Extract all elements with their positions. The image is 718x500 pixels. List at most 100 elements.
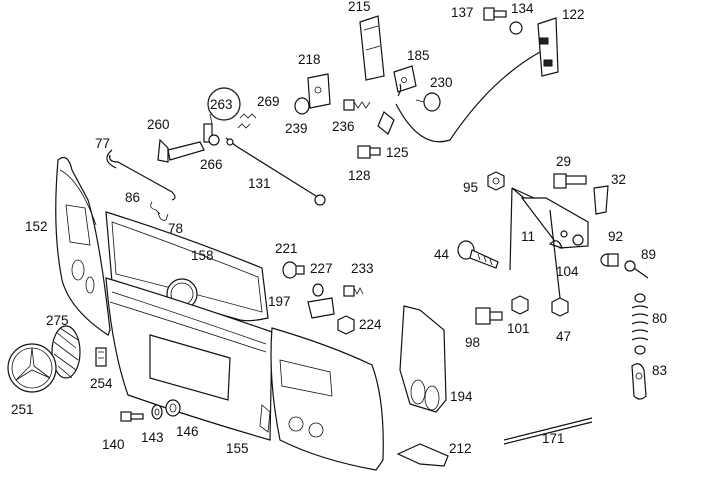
- callout-260: 260: [147, 117, 170, 132]
- callout-92: 92: [608, 229, 623, 244]
- panel-194: [399, 305, 447, 413]
- callout-158: 158: [191, 248, 214, 263]
- bracket-197: [307, 297, 335, 319]
- callout-131: 131: [248, 176, 271, 191]
- washer-134: [509, 21, 523, 35]
- spacer-98: [475, 307, 503, 325]
- clip-125: [377, 111, 395, 135]
- callout-122: 122: [562, 7, 585, 22]
- nut-95: [487, 171, 505, 191]
- callout-236: 236: [332, 119, 355, 134]
- release-cable: [395, 51, 541, 143]
- callout-47: 47: [556, 329, 571, 344]
- nut-47: [549, 209, 569, 317]
- nut-239: [294, 97, 310, 115]
- part-104: [548, 240, 563, 249]
- callout-89: 89: [641, 247, 656, 262]
- washer-227: [312, 283, 324, 297]
- bracket-185: [393, 65, 417, 93]
- mesh-disc-part: [51, 325, 81, 379]
- callout-152: 152: [25, 219, 48, 234]
- pin-86: [150, 201, 161, 215]
- callout-197: 197: [268, 294, 291, 309]
- bolt-236: [343, 99, 371, 111]
- bracket-260: [157, 138, 205, 163]
- bolt-128: [357, 145, 381, 159]
- clip-32: [593, 185, 609, 215]
- callout-269: 269: [257, 94, 280, 109]
- washer-143: [151, 404, 163, 420]
- callout-171: 171: [542, 431, 565, 446]
- callout-125: 125: [386, 145, 409, 160]
- latch-266: [203, 113, 220, 146]
- callout-104: 104: [556, 264, 579, 279]
- spring-269: [237, 113, 257, 129]
- callout-215: 215: [348, 0, 371, 14]
- plate-218: [307, 73, 331, 109]
- callout-230: 230: [430, 75, 453, 90]
- callout-275: 275: [46, 313, 69, 328]
- callout-263: 263: [210, 97, 233, 112]
- circled-callout-263: [207, 87, 241, 121]
- bolt-44: [457, 240, 499, 269]
- callout-98: 98: [465, 335, 480, 350]
- callout-labels: 215 137 134 122 218 185 230 263 269 260 …: [11, 0, 667, 456]
- callout-251: 251: [11, 402, 34, 417]
- callout-78: 78: [168, 221, 183, 236]
- star-emblem-part: [7, 343, 57, 393]
- bolt-137: [483, 7, 507, 21]
- bolt-233: [343, 285, 364, 297]
- callout-233: 233: [351, 261, 374, 276]
- pin-89: [624, 260, 649, 279]
- callout-266: 266: [200, 157, 223, 172]
- left-end-panel: [55, 157, 111, 336]
- callout-218: 218: [298, 52, 321, 67]
- support-rod-77: [106, 149, 176, 201]
- callout-239: 239: [285, 121, 308, 136]
- callout-44: 44: [434, 247, 450, 262]
- callout-155: 155: [226, 441, 249, 456]
- right-end-panel: [270, 327, 384, 471]
- nut-101: [511, 295, 529, 315]
- callout-83: 83: [652, 363, 667, 378]
- bushing-92: [600, 253, 619, 267]
- front-bumper-panel: [105, 277, 273, 441]
- callout-32: 32: [611, 172, 626, 187]
- callout-86: 86: [125, 190, 140, 205]
- nut-146: [165, 399, 181, 417]
- callout-194: 194: [450, 389, 473, 404]
- callout-227: 227: [310, 261, 333, 276]
- callout-137: 137: [451, 5, 474, 20]
- callout-185: 185: [407, 48, 430, 63]
- clip-part-254: [95, 347, 107, 367]
- bolt-221: [282, 261, 305, 279]
- callout-224: 224: [359, 317, 382, 332]
- callout-11: 11: [521, 229, 535, 244]
- callout-140: 140: [102, 437, 125, 452]
- bracket-215: [359, 15, 385, 81]
- callout-146: 146: [176, 424, 199, 439]
- callout-77: 77: [95, 136, 110, 151]
- handle-83: [631, 363, 647, 400]
- callout-95: 95: [463, 180, 478, 195]
- bracket-11: [509, 187, 589, 271]
- screw-230: [415, 92, 441, 112]
- callout-80: 80: [652, 311, 667, 326]
- callout-221: 221: [275, 241, 298, 256]
- clip-78: [157, 211, 169, 221]
- callout-212: 212: [449, 441, 472, 456]
- bolt-29: [553, 173, 587, 189]
- callout-29: 29: [556, 154, 571, 169]
- nut-224: [337, 315, 355, 335]
- callout-134: 134: [511, 1, 534, 16]
- spring-80: [631, 293, 649, 355]
- callout-143: 143: [141, 430, 164, 445]
- callout-254: 254: [90, 376, 113, 391]
- callout-101: 101: [507, 321, 530, 336]
- cable-131: [225, 137, 326, 206]
- bracket-122: [537, 17, 559, 77]
- screw-140: [120, 411, 144, 422]
- rod-171: [503, 417, 593, 445]
